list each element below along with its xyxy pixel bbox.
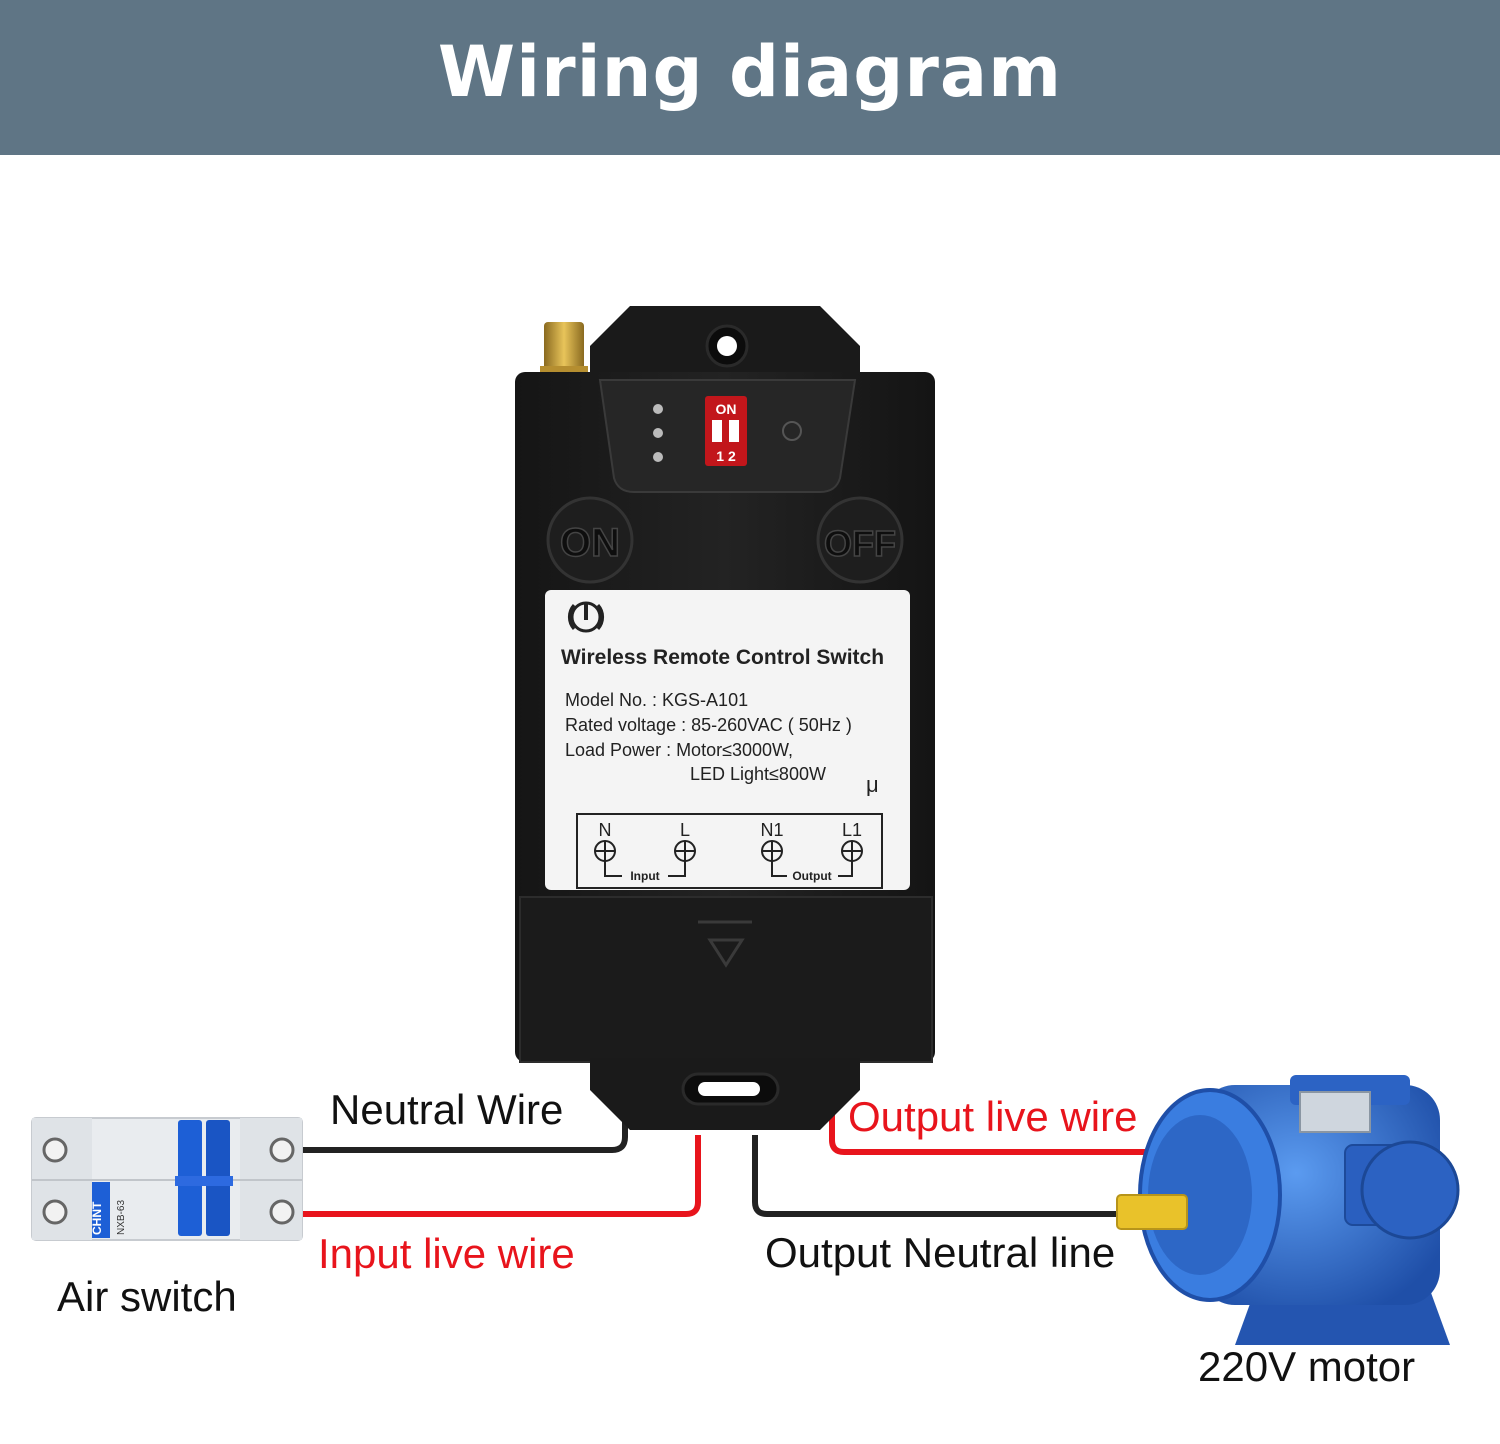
- terminal-block: N L N1 L1 Input Output: [576, 813, 883, 889]
- device-name: Wireless Remote Control Switch: [561, 646, 884, 669]
- neutral-wire-label: Neutral Wire: [330, 1086, 564, 1133]
- screw-icon: [269, 1137, 295, 1163]
- dip-positions-label: 1 2: [716, 448, 736, 464]
- screw-icon: [269, 1199, 295, 1225]
- off-button[interactable]: OFF: [816, 496, 904, 584]
- output-label: Output: [792, 869, 831, 883]
- led-indicator-icon: [653, 428, 663, 438]
- title-banner: Wiring diagram: [0, 0, 1500, 155]
- dip-switch[interactable]: ON 1 2: [705, 396, 747, 466]
- input-live-wire: [302, 1135, 701, 1217]
- device-voltage: Rated voltage : 85-260VAC ( 50Hz ): [565, 715, 852, 735]
- led-indicator-icon: [653, 404, 663, 414]
- air-switch-label: Air switch: [57, 1273, 237, 1320]
- terminal-l: L: [680, 820, 690, 840]
- terminal-n1: N1: [760, 820, 783, 840]
- svg-text:ON: ON: [560, 521, 620, 565]
- terminal-n: N: [599, 820, 612, 840]
- led-indicator-icon: [653, 452, 663, 462]
- down-arrow-icon: [707, 938, 745, 968]
- page-title: Wiring diagram: [437, 30, 1063, 113]
- dip-on-label: ON: [716, 401, 737, 417]
- screw-icon: [42, 1199, 68, 1225]
- input-label: Input: [630, 869, 659, 883]
- breaker-brand: CHNT: [90, 1201, 104, 1235]
- output-neutral-wire: [752, 1135, 1120, 1217]
- output-live-wire: [829, 1105, 1150, 1155]
- input-live-wire-label: Input live wire: [318, 1230, 575, 1277]
- motor-label: 220V motor: [1198, 1343, 1416, 1390]
- on-button[interactable]: ON: [546, 496, 634, 584]
- screw-icon: [42, 1137, 68, 1163]
- electric-motor: [1116, 1075, 1460, 1345]
- output-live-wire-label: Output live wire: [848, 1093, 1138, 1140]
- breaker-model: NXB-63: [116, 1200, 127, 1235]
- nameplate: [1299, 1091, 1371, 1133]
- motor-shaft: [1116, 1194, 1188, 1230]
- remote-switch-device: ON 1 2 ON OFF Wireless Remote Control Sw…: [515, 306, 935, 1130]
- neutral-wire: [302, 1105, 628, 1153]
- fan-cover-icon: [1360, 1140, 1460, 1240]
- mu-symbol: μ: [866, 772, 879, 797]
- air-switch-breaker: CHNT NXB-63: [31, 1117, 303, 1241]
- device-load-power-2: LED Light≤800W: [690, 764, 826, 784]
- pair-button-icon: [782, 421, 802, 441]
- wires: [302, 1105, 1150, 1217]
- device-load-power-1: Load Power : Motor≤3000W,: [565, 740, 793, 760]
- svg-text:OFF: OFF: [824, 523, 896, 564]
- device-model: Model No. : KGS-A101: [565, 690, 748, 710]
- terminal-l1: L1: [842, 820, 862, 840]
- power-signal-icon: [567, 601, 605, 633]
- output-neutral-line-label: Output Neutral line: [765, 1229, 1116, 1276]
